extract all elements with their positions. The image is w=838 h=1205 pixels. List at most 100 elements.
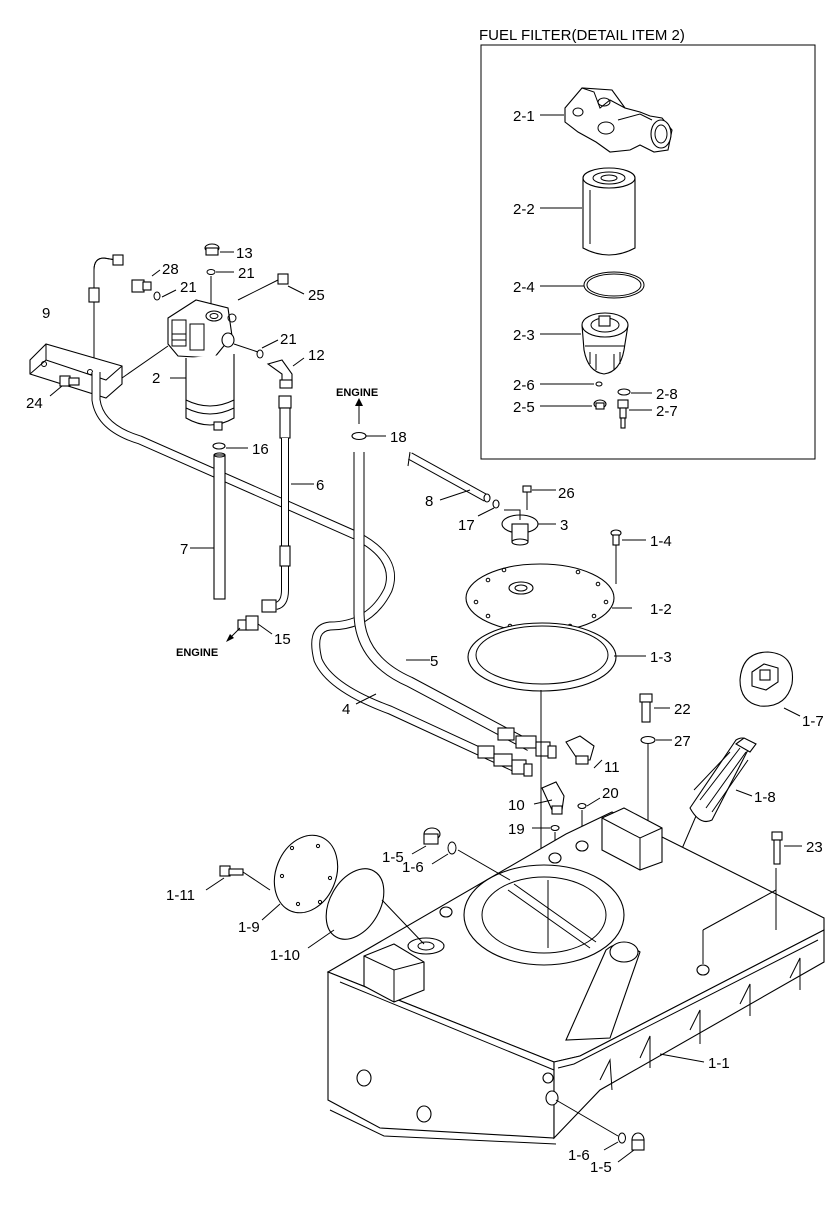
callout-17: 17 xyxy=(458,517,475,534)
gasket-1-3 xyxy=(467,622,617,692)
callout-2-6: 2-6 xyxy=(513,377,535,394)
filter-head xyxy=(564,87,673,153)
callout-1-11: 1-11 xyxy=(166,887,195,904)
detail-title: FUEL FILTER(DETAIL ITEM 2) xyxy=(479,27,685,44)
screw-1-4 xyxy=(610,529,622,584)
callout-4: 4 xyxy=(342,701,350,718)
washer-1-6-upper xyxy=(447,841,457,855)
detail-frame xyxy=(480,44,816,460)
washer-27 xyxy=(640,735,656,745)
callout-2-4: 2-4 xyxy=(513,279,535,296)
callout-1-6-lower: 1-6 xyxy=(568,1147,590,1164)
callout-26: 26 xyxy=(558,485,575,502)
washer-21-right xyxy=(256,349,264,359)
callout-2-3: 2-3 xyxy=(513,327,535,344)
hose-fitting xyxy=(88,287,100,303)
washer-18 xyxy=(351,431,367,441)
engine-label-left: ENGINE xyxy=(176,647,218,659)
callout-1-10: 1-10 xyxy=(270,947,300,964)
callout-21-left: 21 xyxy=(180,279,197,296)
callout-21-top: 21 xyxy=(238,265,255,282)
fuel-filter-assembly xyxy=(29,243,522,775)
callout-1-5-lower: 1-5 xyxy=(590,1159,612,1176)
elbow-12 xyxy=(266,359,293,389)
bracket-9 xyxy=(29,343,123,399)
washer-19 xyxy=(550,824,560,832)
hose-4-fittings xyxy=(477,745,533,777)
callout-1-8: 1-8 xyxy=(754,789,776,806)
plug-1-5-lower xyxy=(631,1132,645,1151)
callout-1-3: 1-3 xyxy=(650,649,672,666)
callout-1-7: 1-7 xyxy=(802,713,824,730)
callout-6: 6 xyxy=(316,477,324,494)
callout-2-2: 2-2 xyxy=(513,201,535,218)
washer-17 xyxy=(492,499,500,509)
callout-28: 28 xyxy=(162,261,179,278)
drain-plug-2-5 xyxy=(593,399,607,410)
callout-2: 2 xyxy=(152,370,160,387)
callout-9: 9 xyxy=(42,305,50,322)
washer-1-6-lower xyxy=(618,1132,626,1144)
callout-19: 19 xyxy=(508,821,525,838)
screw-26 xyxy=(522,485,532,510)
sensor-2-7 xyxy=(617,399,629,429)
plug-13 xyxy=(204,243,220,256)
callout-1-5-upper: 1-5 xyxy=(382,849,404,866)
callout-1-2: 1-2 xyxy=(650,601,672,618)
gasket-1-10 xyxy=(325,868,385,940)
callout-2-8: 2-8 xyxy=(656,386,678,403)
washer-21-left xyxy=(153,291,161,301)
cover-1-9 xyxy=(273,834,339,914)
bolt-1-11 xyxy=(219,865,244,877)
callout-21-right: 21 xyxy=(280,331,297,348)
return-pipe-8 xyxy=(407,451,491,503)
callout-24: 24 xyxy=(26,395,43,412)
o-ring-2-4 xyxy=(583,271,645,299)
callout-1-4: 1-4 xyxy=(650,533,672,550)
callout-13: 13 xyxy=(236,245,253,262)
filter-cartridge xyxy=(582,167,636,256)
strainer-1-8 xyxy=(689,737,757,823)
bolt-24 xyxy=(59,375,80,387)
elbow-11 xyxy=(565,735,595,765)
callout-16: 16 xyxy=(252,441,269,458)
callout-27: 27 xyxy=(674,733,691,750)
callout-2-1: 2-1 xyxy=(513,108,535,125)
cover-plate-1-2 xyxy=(465,563,615,633)
callout-2-5: 2-5 xyxy=(513,399,535,416)
fuel-filter-detail-box: FUEL FILTER(DETAIL ITEM 2) xyxy=(479,27,816,460)
callout-5: 5 xyxy=(430,653,438,670)
hose-6 xyxy=(261,395,292,613)
bleed-screw-25 xyxy=(237,273,289,301)
callout-23: 23 xyxy=(806,839,823,856)
callout-7: 7 xyxy=(180,541,188,558)
filter-2 xyxy=(167,299,237,431)
bolt-23 xyxy=(771,831,783,865)
callout-1-1: 1-1 xyxy=(708,1055,730,1072)
bolt-22 xyxy=(639,693,653,723)
fitting-28 xyxy=(131,279,152,293)
callout-20: 20 xyxy=(602,785,619,802)
callout-11: 11 xyxy=(604,759,620,776)
washer-2-6 xyxy=(595,381,603,387)
callout-25: 25 xyxy=(308,287,325,304)
callout-8: 8 xyxy=(425,493,433,510)
fitting-15 xyxy=(237,615,259,631)
hose-5 xyxy=(351,398,557,759)
filter-bowl xyxy=(581,312,629,375)
o-ring-2-8 xyxy=(617,388,631,396)
fuel-cap-1-7 xyxy=(739,651,794,707)
callout-2-7: 2-7 xyxy=(656,403,678,420)
callout-10: 10 xyxy=(508,797,525,814)
callout-22: 22 xyxy=(674,701,691,718)
fuel-tank-1-1 xyxy=(326,807,825,1145)
pipe-7 xyxy=(213,452,226,600)
engine-label-top: ENGINE xyxy=(336,387,378,399)
callout-18: 18 xyxy=(390,429,407,446)
washer-20 xyxy=(577,802,587,810)
washer-21-top xyxy=(206,269,216,275)
callout-15: 15 xyxy=(274,631,291,648)
callout-12: 12 xyxy=(308,347,325,364)
